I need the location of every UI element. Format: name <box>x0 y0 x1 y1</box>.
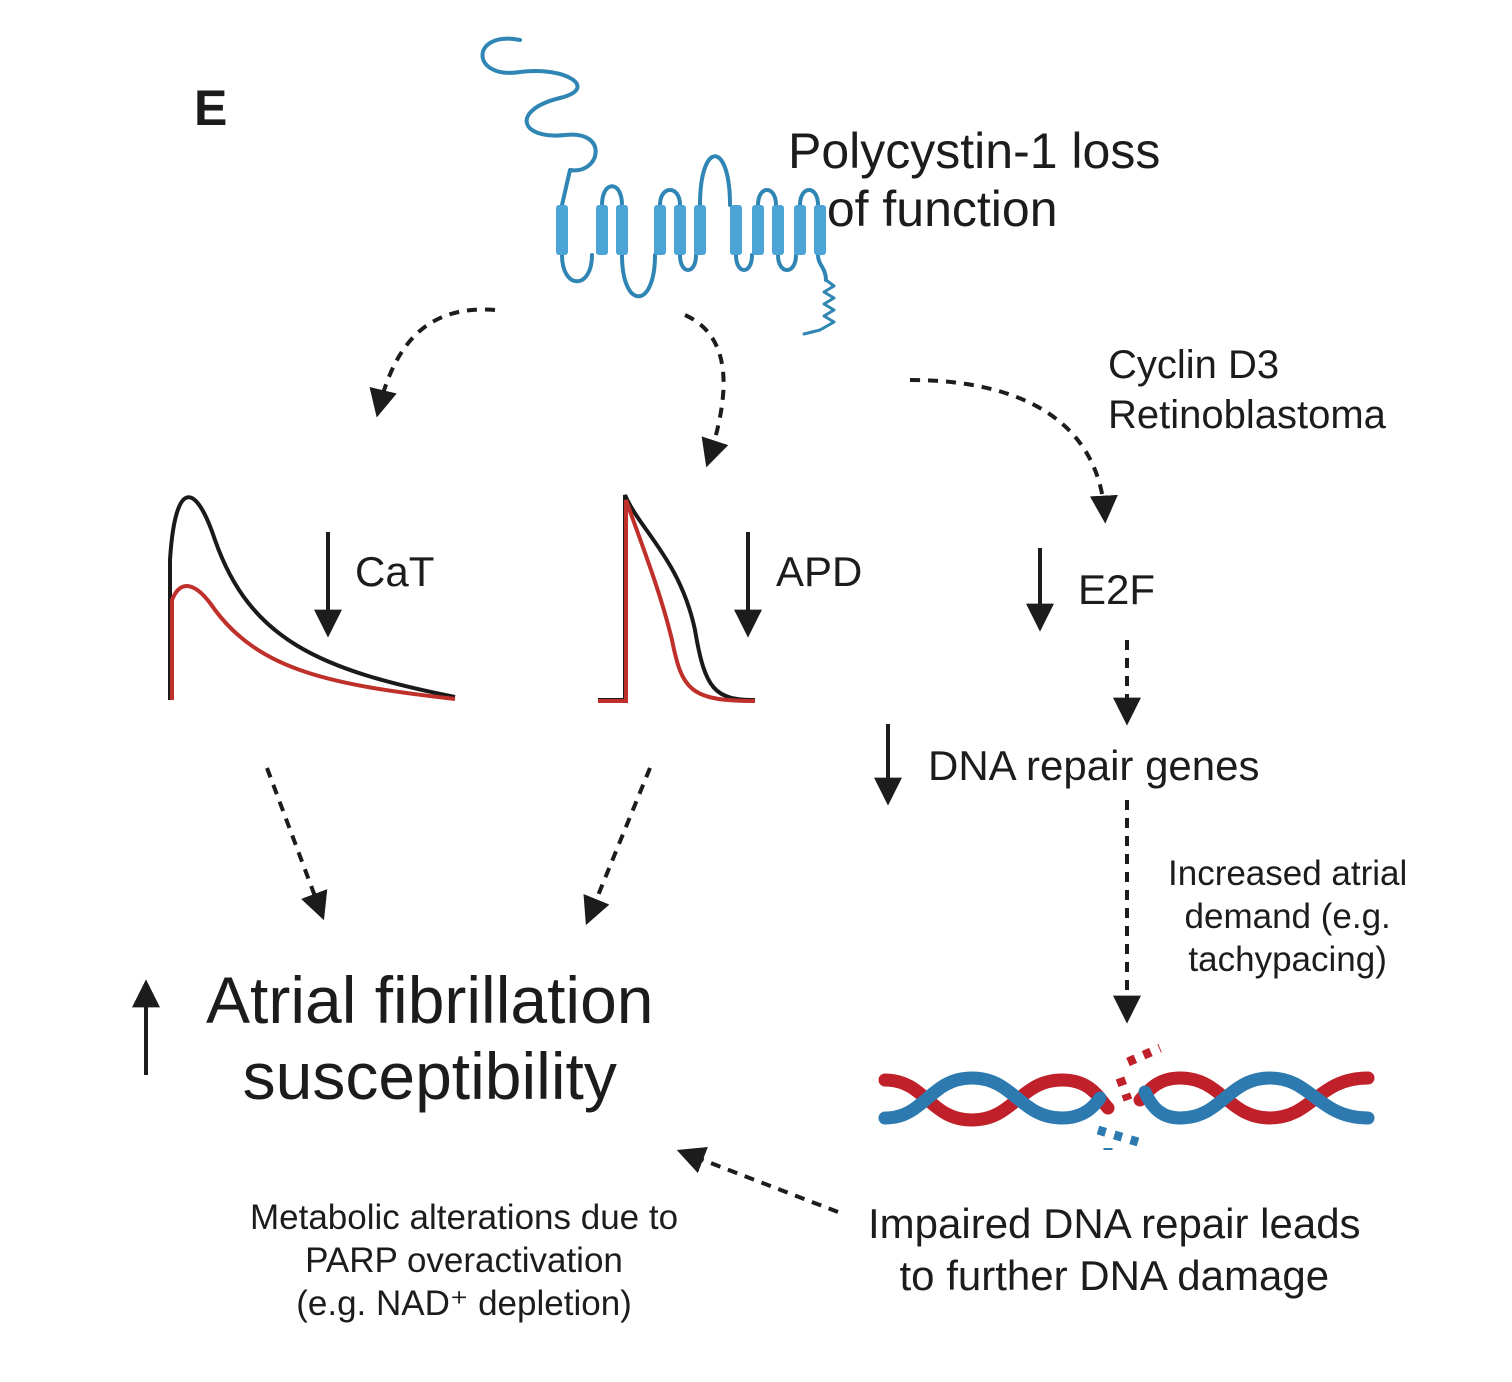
dna-repair-genes-label: DNA repair genes <box>928 742 1260 789</box>
arrow-damage-to-af <box>676 1146 839 1214</box>
metabolic-line3: (e.g. NAD⁺ depletion) <box>296 1284 632 1323</box>
metabolic-line2: PARP overactivation <box>305 1241 623 1280</box>
protein-title-line2: of function <box>826 181 1058 237</box>
arrow-cat-to-af <box>265 767 328 921</box>
impaired-line1: Impaired DNA repair leads <box>868 1200 1361 1247</box>
demand-line2: demand (e.g. <box>1184 897 1391 936</box>
af-susceptibility-label: Atrial fibrillation susceptibility <box>206 962 654 1114</box>
impaired-line2: to further DNA damage <box>899 1252 1330 1299</box>
action-potential-trace <box>598 494 756 703</box>
af-line1: Atrial fibrillation <box>206 963 654 1037</box>
arrow-to-apd <box>684 313 729 468</box>
protein-title-line1: Polycystin-1 loss <box>788 123 1161 179</box>
demand-line3: tachypacing) <box>1188 940 1387 979</box>
polycystin-1-icon <box>480 36 836 336</box>
cyclin-line1: Cyclin D3 <box>1108 343 1280 387</box>
metabolic-line1: Metabolic alterations due to <box>250 1198 679 1237</box>
cat-label: CaT <box>355 548 435 595</box>
arrow-to-cat <box>369 307 496 418</box>
panel-letter: E <box>194 80 228 136</box>
arrow-to-e2f <box>909 378 1118 524</box>
impaired-dna-repair-label: Impaired DNA repair leads to further DNA… <box>868 1198 1361 1302</box>
arrow-apd-to-af <box>583 767 652 926</box>
cyclin-label: Cyclin D3 Retinoblastoma <box>1108 340 1386 440</box>
metabolic-alterations-label: Metabolic alterations due to PARP overac… <box>250 1196 678 1325</box>
atrial-demand-label: Increased atrial demand (e.g. tachypacin… <box>1168 852 1407 981</box>
cyclin-line2: Retinoblastoma <box>1108 393 1386 437</box>
demand-line1: Increased atrial <box>1168 854 1408 893</box>
apd-label: APD <box>776 548 863 595</box>
af-line2: susceptibility <box>242 1039 617 1113</box>
dna-double-helix-broken-icon <box>878 1043 1375 1150</box>
e2f-label: E2F <box>1078 566 1156 613</box>
protein-title: Polycystin-1 loss of function <box>788 122 1160 238</box>
calcium-transient-trace <box>168 495 456 701</box>
